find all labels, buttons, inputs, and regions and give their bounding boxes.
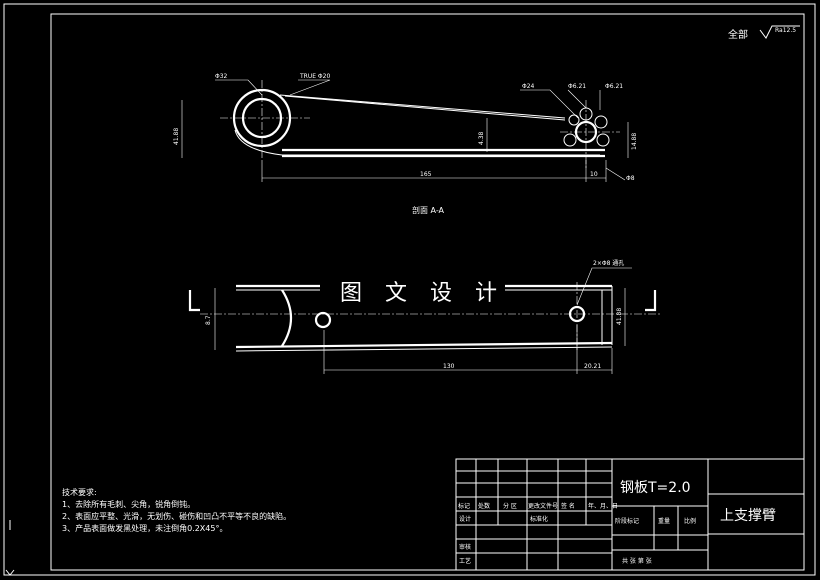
surface-finish-value: Ra12.5 <box>775 27 796 34</box>
tech-item-1: 1、去除所有毛刺、尖角，锐角倒钝。 <box>62 499 195 509</box>
section-label: 剖面 A-A <box>412 205 445 215</box>
bottom-side-view <box>188 267 660 374</box>
row-design: 设计 <box>459 515 471 523</box>
dim-true-d20: TRUE Φ20 <box>299 73 330 80</box>
hdr-zone: 分 区 <box>503 502 517 510</box>
tech-item-3: 3、产品表面做发黑处理，未注倒角0.2X45°。 <box>62 523 227 533</box>
dim-len-bottom-right: 20.21 <box>584 363 601 370</box>
dim-len-top: 165 <box>420 171 432 178</box>
dim-len-10: 10 <box>590 171 598 178</box>
row-review: 审核 <box>459 543 471 551</box>
row-standardization: 标准化 <box>530 515 548 523</box>
hdr-mark: 标记 <box>458 502 470 510</box>
hole-note: 2×Φ8 通孔 <box>593 259 624 267</box>
large-bore <box>241 97 283 139</box>
stage-mark: 阶段标记 <box>615 517 639 525</box>
dim-d621a: Φ6.21 <box>568 83 586 90</box>
tech-title: 技术要求: <box>62 487 97 497</box>
dim-d24: Φ24 <box>522 83 535 90</box>
hdr-doc: 更改文件号 <box>528 502 558 510</box>
dim-d621b: Φ6.21 <box>605 83 623 90</box>
sheets-label: 共 张 第 张 <box>622 557 652 565</box>
dim-h-right: 14.88 <box>631 133 638 150</box>
dim-len-bottom: 130 <box>443 363 455 370</box>
top-section-view <box>181 79 629 182</box>
title-block <box>455 458 805 571</box>
hdr-sign: 签 名 <box>561 502 575 510</box>
hdr-count: 处数 <box>478 502 490 510</box>
dim-h-left: 41.88 <box>173 128 180 145</box>
dim-d32: Φ32 <box>215 73 228 80</box>
surface-finish-symbol <box>759 25 800 39</box>
dim-h-mid: 4.38 <box>478 131 485 145</box>
dim-d8: Φ8 <box>626 175 635 182</box>
scale-label: 比例 <box>684 517 696 525</box>
dim-h-bottom-right: 41.88 <box>616 308 623 325</box>
tech-item-2: 2、表面应平整、光滑，无划伤、碰伤和凹凸不平等不良的缺陷。 <box>62 511 291 521</box>
gear-boss <box>563 107 610 147</box>
large-boss-outline <box>232 88 292 148</box>
ucs-icon <box>5 520 15 576</box>
watermark-text: 图 文 设 计 <box>340 281 505 306</box>
dim-h-bottom: 8.7 <box>205 315 212 325</box>
hdr-date: 年、月、日 <box>588 502 618 510</box>
surface-finish-label: 全部 <box>728 28 748 41</box>
part-name: 上支撑臂 <box>720 508 776 524</box>
row-process: 工艺 <box>459 557 471 565</box>
watermark-bg <box>330 276 500 308</box>
inner-frame <box>50 13 805 571</box>
weight-label: 重量 <box>658 517 670 525</box>
outer-frame <box>3 3 816 576</box>
material: 钢板T=2.0 <box>620 480 691 496</box>
